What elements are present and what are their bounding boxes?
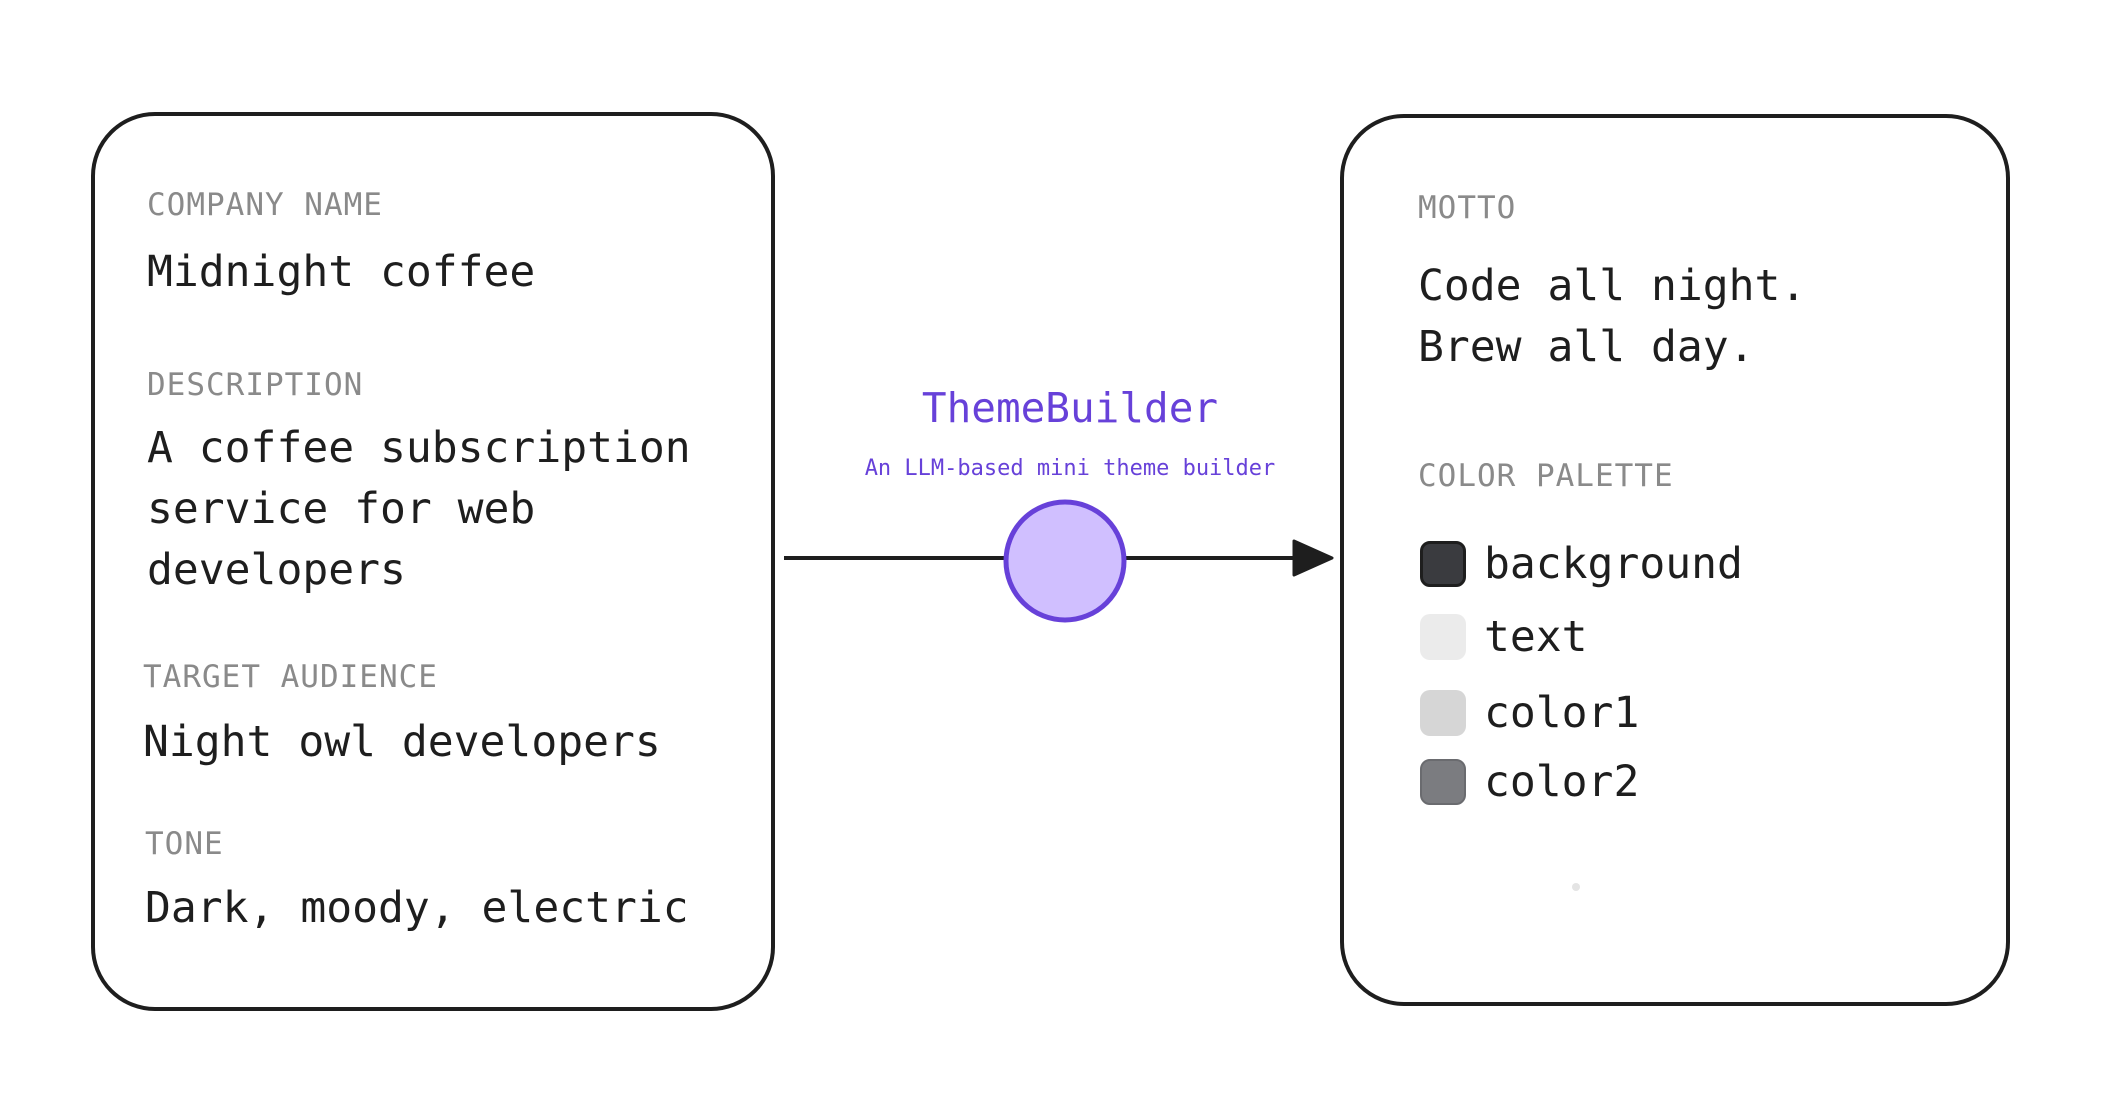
input-card [91,112,775,1011]
swatch-name-text: text [1484,612,1588,662]
output-card [1340,114,2010,1006]
tone-label: TONE [145,826,224,862]
swatch-name-color1: color1 [1484,688,1640,738]
target-audience-value: Night owl developers [143,712,661,773]
processor-subtitle: An LLM-based mini theme builder [864,456,1276,481]
swatch-color2 [1420,759,1466,805]
swatch-text [1420,614,1466,660]
target-audience-label: TARGET AUDIENCE [143,659,438,695]
color-palette-label: COLOR PALETTE [1418,458,1674,494]
arrow-head [1292,539,1334,577]
swatch-name-color2: color2 [1484,757,1640,807]
palette-item-color1: color1 [1420,688,1639,738]
tone-value: Dark, moody, electric [145,878,689,939]
description-line-1: A coffee subscription [147,423,691,473]
company-name-label: COMPANY NAME [147,187,383,223]
description-value: A coffee subscription service for web de… [147,418,691,601]
palette-item-color2: color2 [1420,757,1639,807]
motto-label: MOTTO [1418,190,1517,226]
motto-line-1: Code all night. [1418,261,1807,311]
description-line-2: service for web [147,484,536,534]
motto-line-2: Brew all day. [1418,322,1755,372]
palette-item-text: text [1420,612,1588,662]
swatch-name-background: background [1484,539,1743,589]
swatch-color1 [1420,690,1466,736]
swatch-background [1420,541,1466,587]
palette-item-background: background [1420,539,1743,589]
decorative-dot [1572,883,1580,891]
company-name-value: Midnight coffee [147,242,535,303]
tone-line: Dark, moody, electric [145,883,689,933]
description-label: DESCRIPTION [147,367,364,403]
company-name-line: Midnight coffee [147,247,536,297]
processor-title: ThemeBuilder [921,384,1219,432]
processor-node [1003,499,1127,623]
description-line-3: developers [147,545,406,595]
target-audience-line: Night owl developers [143,717,661,767]
motto-value: Code all night. Brew all day. [1418,256,1806,378]
